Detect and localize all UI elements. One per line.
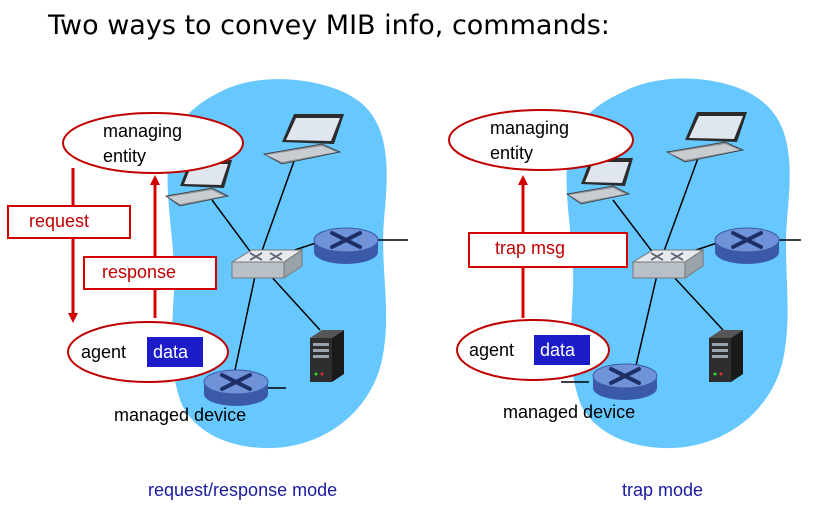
managed-device-label: managed device bbox=[114, 405, 247, 425]
network-switch-icon bbox=[631, 249, 705, 279]
request-label-box bbox=[7, 205, 131, 239]
desktop-computer-icon bbox=[665, 112, 747, 163]
managing-entity-node bbox=[62, 112, 244, 174]
router-icon bbox=[714, 227, 780, 264]
response-label-box bbox=[83, 256, 217, 290]
page-title: Two ways to convey MIB info, commands: bbox=[48, 10, 610, 41]
managing-entity-label-line1: managing bbox=[103, 121, 183, 141]
router-icon bbox=[313, 227, 379, 264]
server-tower-icon bbox=[310, 330, 344, 382]
server-tower-icon bbox=[709, 330, 743, 382]
managing-entity-node bbox=[448, 109, 634, 171]
network-links bbox=[211, 149, 408, 389]
trap-msg-label: trap msg bbox=[495, 238, 566, 258]
router-icon bbox=[592, 363, 658, 400]
agent-label: agent bbox=[469, 340, 515, 360]
request-label: request bbox=[29, 211, 90, 231]
data-chip: data bbox=[147, 337, 203, 367]
router-icon bbox=[203, 369, 269, 406]
network-drawing bbox=[448, 78, 801, 449]
network-switch-icon bbox=[230, 249, 304, 279]
response-label: response bbox=[102, 262, 177, 282]
desktop-computer-icon bbox=[262, 114, 344, 165]
managing-entity-label-line2: entity bbox=[490, 143, 534, 163]
network-drawing bbox=[62, 79, 408, 449]
mode-caption: request/response mode bbox=[148, 480, 338, 500]
agent-label: agent bbox=[81, 342, 127, 362]
mode-caption: trap mode bbox=[622, 480, 704, 500]
trap-msg-label-box bbox=[468, 232, 628, 268]
request-response-diagram: managing entity request response agent d… bbox=[7, 79, 408, 500]
trap-diagram: managing entity trap msg agent data mana… bbox=[413, 0, 826, 505]
data-chip: data bbox=[534, 335, 590, 365]
managed-device-label: managed device bbox=[503, 402, 636, 422]
managing-entity-label-line2: entity bbox=[103, 146, 147, 166]
managing-entity-label-line1: managing bbox=[490, 118, 570, 138]
